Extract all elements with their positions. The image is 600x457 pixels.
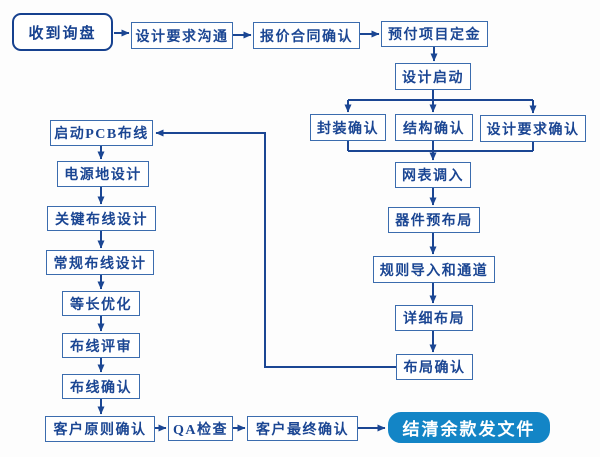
node-equal-length-optimization: 等长优化: [62, 291, 140, 316]
node-power-ground-design: 电源地设计: [57, 161, 149, 187]
node-critical-routing-design: 关键布线设计: [47, 206, 156, 231]
node-routing-review: 布线评审: [62, 333, 140, 358]
node-design-kickoff: 设计启动: [395, 63, 471, 90]
node-regular-routing-design: 常规布线设计: [46, 250, 154, 275]
node-routing-confirm: 布线确认: [62, 374, 140, 399]
node-netlist-import: 网表调入: [395, 162, 471, 188]
node-rules-import-and-channels: 规则导入和通道: [373, 256, 495, 283]
node-receive-inquiry: 收到询盘: [12, 13, 113, 51]
node-design-requirements-communication: 设计要求沟通: [131, 22, 233, 49]
node-structure-confirm: 结构确认: [395, 114, 473, 141]
node-detailed-placement: 详细布局: [395, 305, 473, 331]
connector-merge-bar: [347, 141, 534, 152]
node-package-confirm: 封装确认: [310, 114, 386, 141]
node-prepay-project-deposit: 预付项目定金: [381, 21, 488, 47]
node-settle-balance-deliver-files: 结清余款发文件: [388, 412, 550, 443]
node-design-requirements-confirm: 设计要求确认: [480, 115, 586, 142]
node-customer-principle-confirm: 客户原则确认: [45, 416, 155, 442]
connector-kickoff-split-bar: [348, 90, 533, 101]
node-placement-confirm: 布局确认: [396, 354, 473, 380]
node-quote-contract-confirm: 报价合同确认: [253, 22, 360, 49]
node-component-preplacement: 器件预布局: [388, 207, 480, 233]
node-qa-check: QA检查: [168, 416, 233, 441]
connector-layout-ok-pcb-start-loop: [155, 129, 396, 368]
node-customer-final-confirm: 客户最终确认: [247, 416, 358, 441]
node-start-pcb-routing: 启动PCB布线: [50, 120, 153, 146]
